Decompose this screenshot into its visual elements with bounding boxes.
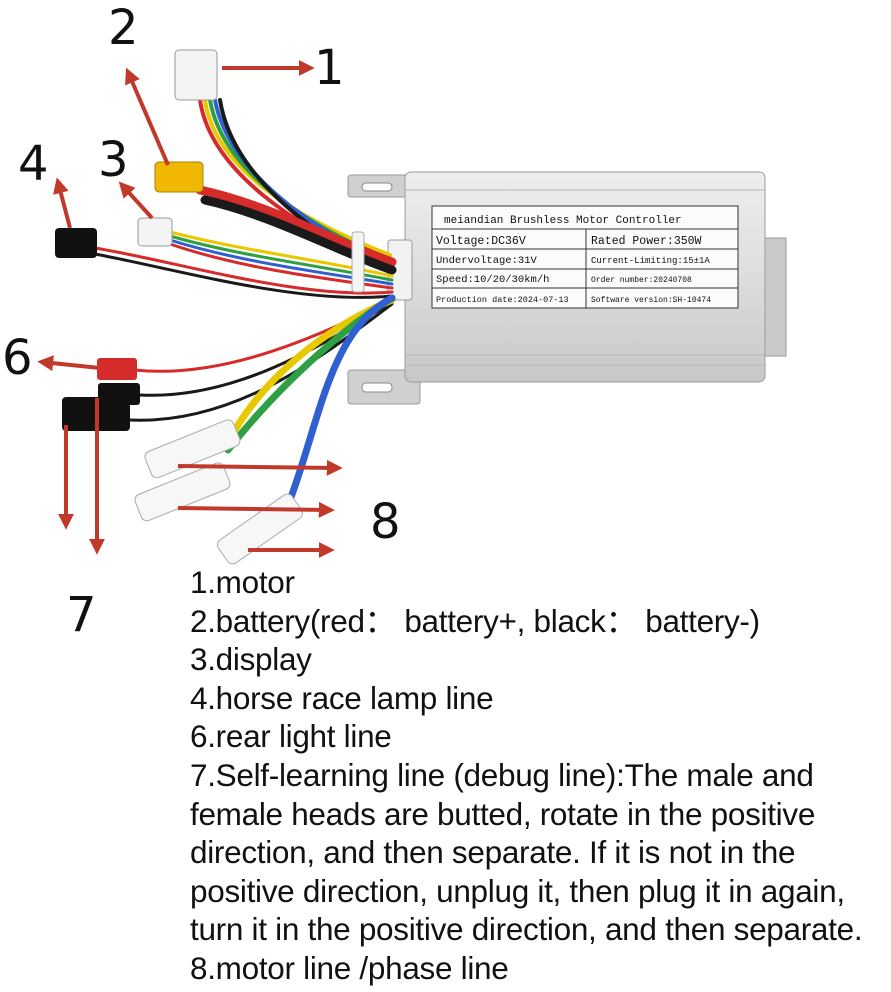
callout-7: 7 xyxy=(66,591,97,639)
phase-terminal-blue xyxy=(215,492,305,567)
legend-list: 1.motor 2.battery(red： battery+, black： … xyxy=(190,563,890,988)
label-voltage: Voltage:DC36V xyxy=(436,235,526,248)
label-title: meiandian Brushless Motor Controller xyxy=(444,215,682,227)
label-speed: Speed:10/20/30km/h xyxy=(436,274,549,286)
arrow-8a xyxy=(178,466,338,468)
callout-3: 3 xyxy=(98,136,129,184)
legend-item-motor: 1.motor xyxy=(190,563,890,602)
battery-connector xyxy=(155,162,203,192)
spec-label: meiandian Brushless Motor Controller Vol… xyxy=(432,206,738,308)
lamp-connector xyxy=(55,228,97,258)
phase-terminal-green xyxy=(133,461,232,523)
rear-light-connector xyxy=(97,358,137,380)
phase-terminal-yellow xyxy=(143,418,242,480)
callout-1: 1 xyxy=(314,44,345,92)
callout-2: 2 xyxy=(108,4,139,52)
label-rated-power: Rated Power:350W xyxy=(591,235,702,248)
label-software-version: Software version:SH-10474 xyxy=(591,296,711,305)
arrow-4 xyxy=(58,182,70,228)
label-undervoltage: Undervoltage:31V xyxy=(436,255,538,267)
connectors xyxy=(55,50,305,566)
callout-6: 6 xyxy=(2,334,33,382)
display-connector xyxy=(138,218,172,246)
legend-item-rear-light: 6.rear light line xyxy=(190,717,890,756)
legend-item-horse-race-lamp: 4.horse race lamp line xyxy=(190,679,890,718)
label-production-date: Production date:2024-07-13 xyxy=(436,295,569,305)
legend-item-phase-line: 8.motor line /phase line xyxy=(190,949,890,988)
legend-item-battery: 2.battery(red： battery+, black： battery-… xyxy=(190,602,890,641)
label-current-limiting: Current-Limiting:15±1A xyxy=(591,256,710,266)
wire-harness xyxy=(95,100,392,500)
arrow-8b xyxy=(178,508,330,510)
callout-4: 4 xyxy=(18,140,49,188)
label-order-number: Order number:20240708 xyxy=(591,276,692,285)
legend-item-display: 3.display xyxy=(190,640,890,679)
motor-hall-connector xyxy=(175,50,217,100)
arrow-6 xyxy=(42,362,100,368)
controller-diagram: meiandian Brushless Motor Controller Vol… xyxy=(0,0,891,600)
legend-item-self-learning: 7.Self-learning line (debug line):The ma… xyxy=(190,756,890,949)
arrow-2 xyxy=(128,72,168,165)
callout-8: 8 xyxy=(370,498,401,546)
arrow-3 xyxy=(122,185,152,218)
